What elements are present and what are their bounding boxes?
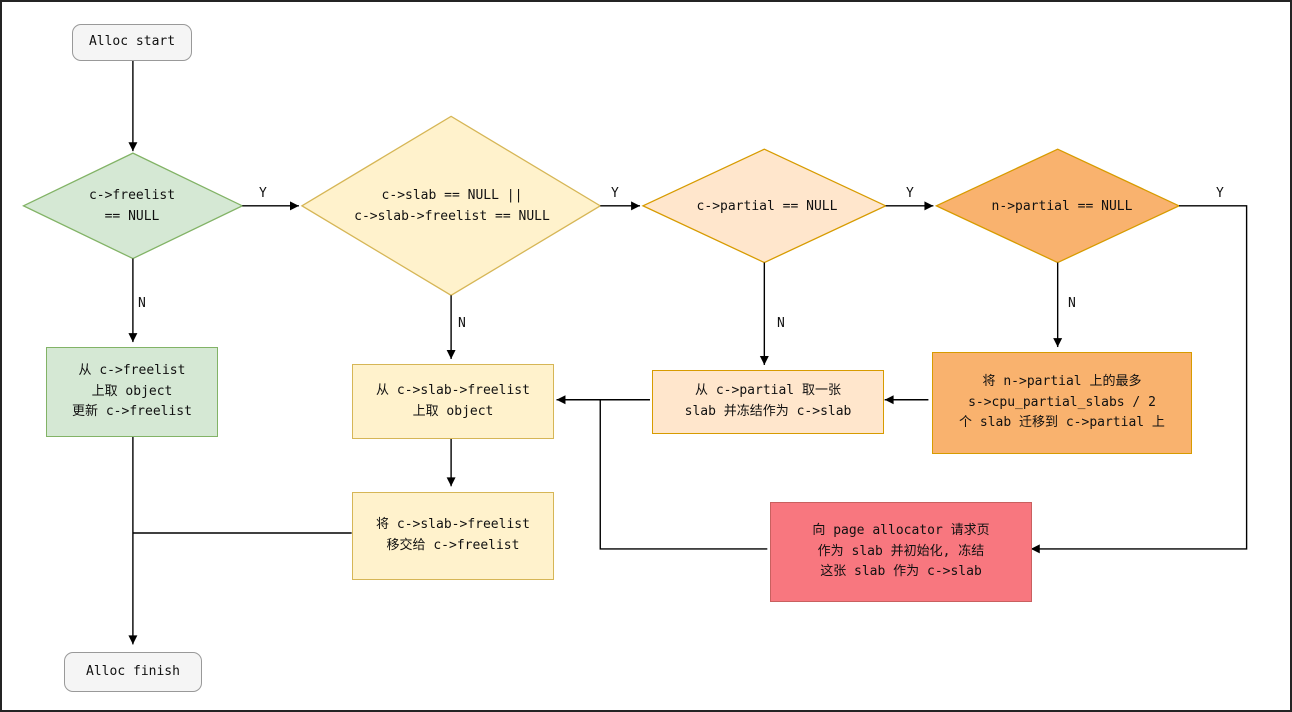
process-take-from-c-partial: 从 c->partial 取一张 slab 并冻结作为 c->slab: [652, 370, 884, 434]
edge-label-freelist-no: N: [138, 296, 146, 311]
process-page-allocator: 向 page allocator 请求页 作为 slab 并初始化, 冻结 这张…: [770, 502, 1032, 602]
node-alloc-start: Alloc start: [72, 24, 192, 61]
edge-label-c-partial-no: N: [777, 316, 785, 331]
process-take-from-freelist: 从 c->freelist 上取 object 更新 c->freelist: [46, 347, 218, 437]
process-handover-freelist: 将 c->slab->freelist 移交给 c->freelist: [352, 492, 554, 580]
edge-label-n-partial-no: N: [1068, 296, 1076, 311]
edges: [128, 59, 1248, 645]
edge-label-slab-yes: Y: [611, 186, 619, 201]
edge-label-freelist-yes: Y: [259, 186, 267, 201]
process-take-from-slab-freelist: 从 c->slab->freelist 上取 object: [352, 364, 554, 439]
node-alloc-finish: Alloc finish: [64, 652, 202, 692]
edge-check-n-partial-yes: [1030, 205, 1248, 554]
edge-label-n-partial-yes: Y: [1216, 186, 1224, 201]
decision-c-slab-shape: [300, 115, 602, 297]
process-migrate-n-partial: 将 n->partial 上的最多 s->cpu_partial_slabs /…: [932, 352, 1192, 454]
edge-page-allocator-merge: [599, 399, 768, 550]
decision-n-partial-shape: [934, 148, 1181, 264]
edge-label-slab-no: N: [458, 316, 466, 331]
decision-c-partial-shape: [641, 148, 888, 264]
edge-label-c-partial-yes: Y: [906, 186, 914, 201]
decision-c-freelist-shape: [22, 152, 244, 260]
